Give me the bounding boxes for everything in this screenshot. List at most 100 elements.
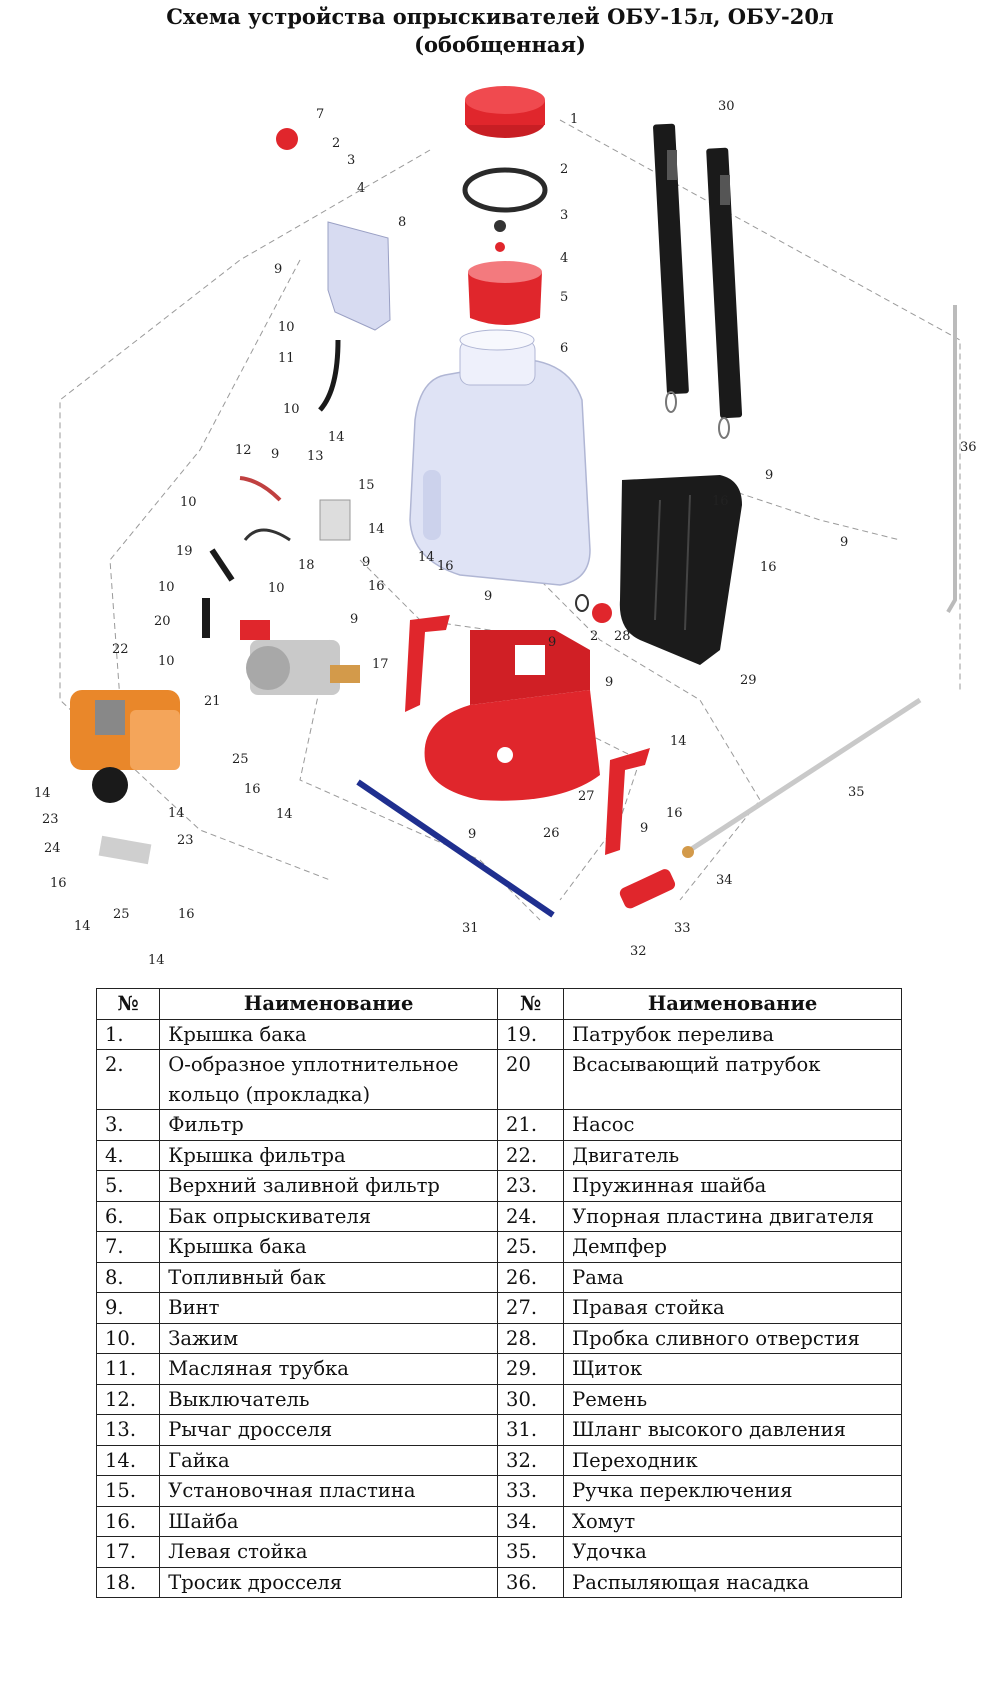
lance-35 [688, 697, 922, 853]
part-name: Верхний заливной фильтр [159, 1170, 499, 1202]
parts-table: № Наименование № Наименование 1.Крышка б… [95, 988, 902, 1598]
part-number: 7. [95, 1231, 161, 1263]
part-name: Переходник [563, 1444, 902, 1476]
header-name-right: Наименование [563, 988, 902, 1020]
callout: 16 [50, 876, 67, 891]
callout: 16 [368, 579, 385, 594]
part-name: Удочка [563, 1536, 902, 1568]
callout: 14 [34, 786, 51, 801]
part-number: 35. [497, 1536, 565, 1568]
part-name: Шланг высокого давления [563, 1414, 902, 1446]
exploded-view-diagram: 1 2 3 4 5 6 7 2 3 4 8 9 10 11 10 12 9 13… [34, 86, 977, 968]
callout: 12 [235, 443, 252, 458]
strap-30 [653, 123, 743, 439]
table-row: 2.О-образное уплотнительное кольцо (прок… [95, 1049, 902, 1110]
part-number: 13. [95, 1414, 161, 1446]
callout: 6 [560, 341, 568, 356]
part-name: Шайба [159, 1505, 499, 1537]
callout: 11 [278, 351, 295, 366]
suction-pipe-20 [202, 598, 210, 638]
header-name-left: Наименование [159, 988, 499, 1020]
part-number: 17. [95, 1536, 161, 1568]
sprayer-tank-6 [409, 329, 591, 586]
callout: 16 [244, 782, 261, 797]
callout: 35 [848, 785, 865, 800]
spray-nozzle-36 [946, 305, 957, 614]
part-name: Левая стойка [159, 1536, 499, 1568]
engine-22 [70, 690, 180, 803]
callout: 26 [543, 826, 560, 841]
part-number: 19. [497, 1018, 565, 1050]
callout: 9 [640, 821, 648, 836]
part-name: Тросик дросселя [159, 1566, 499, 1598]
callout: 14 [670, 734, 687, 749]
callout: 9 [765, 468, 773, 483]
callout: 10 [158, 580, 175, 595]
part-name: Пружинная шайба [563, 1170, 902, 1202]
high-pressure-hose-31 [356, 779, 555, 918]
part-number: 15. [95, 1475, 161, 1507]
callout: 16 [666, 806, 683, 821]
shield-29 [619, 475, 742, 665]
tank-cap-7 [276, 128, 298, 150]
callout: 19 [176, 544, 193, 559]
part-number: 33. [497, 1475, 565, 1507]
callout: 20 [154, 614, 171, 629]
part-name: Топливный бак [159, 1261, 499, 1293]
part-number: 16. [95, 1505, 161, 1537]
part-number: 28. [497, 1322, 565, 1354]
fuel-tank-8 [327, 221, 391, 331]
callout: 31 [462, 921, 479, 936]
callout: 14 [328, 430, 345, 445]
callout: 9 [468, 827, 476, 842]
part-number: 27. [497, 1292, 565, 1324]
callout: 33 [674, 921, 691, 936]
part-number: 2. [95, 1049, 161, 1110]
callout: 3 [560, 208, 568, 223]
part-number: 8. [95, 1261, 161, 1293]
switch-12 [239, 476, 282, 502]
part-number: 12. [95, 1383, 161, 1415]
filter-cap-4 [495, 242, 505, 252]
oil-tube-11 [318, 339, 341, 412]
part-number: 24. [497, 1200, 565, 1232]
part-name: Крышка фильтра [159, 1139, 499, 1171]
callout: 15 [358, 478, 375, 493]
engine-stop-plate-24 [98, 835, 152, 865]
part-name: Рычаг дросселя [159, 1414, 499, 1446]
part-number: 18. [95, 1566, 161, 1598]
drain-plug-28 [592, 603, 612, 623]
part-name: Хомут [563, 1505, 902, 1537]
part-name: Зажим [159, 1322, 499, 1354]
part-number: 10. [95, 1322, 161, 1354]
top-filler-filter-5 [468, 261, 542, 325]
part-number: 26. [497, 1261, 565, 1293]
tank-lid-1 [465, 86, 545, 138]
part-name: Винт [159, 1292, 499, 1324]
table-header-row: № Наименование № Наименование [95, 988, 902, 1020]
part-number: 25. [497, 1231, 565, 1263]
overflow-pipe-19 [209, 548, 235, 582]
part-number: 22. [497, 1139, 565, 1171]
o-ring-2b [575, 594, 589, 612]
part-name: Масляная трубка [159, 1353, 499, 1385]
callout: 3 [347, 153, 355, 168]
left-stand-17 [405, 615, 450, 712]
part-name: Крышка бака [159, 1018, 499, 1050]
part-name: Патрубок перелива [563, 1018, 902, 1050]
callout: 10 [278, 320, 295, 335]
callout: 25 [113, 907, 130, 922]
header-number-right: № [497, 988, 565, 1020]
part-name: Бак опрыскивателя [159, 1200, 499, 1232]
part-name: Установочная пластина [159, 1475, 499, 1507]
callout: 9 [362, 555, 370, 570]
pump-21 [240, 620, 360, 695]
callout: 9 [274, 262, 282, 277]
